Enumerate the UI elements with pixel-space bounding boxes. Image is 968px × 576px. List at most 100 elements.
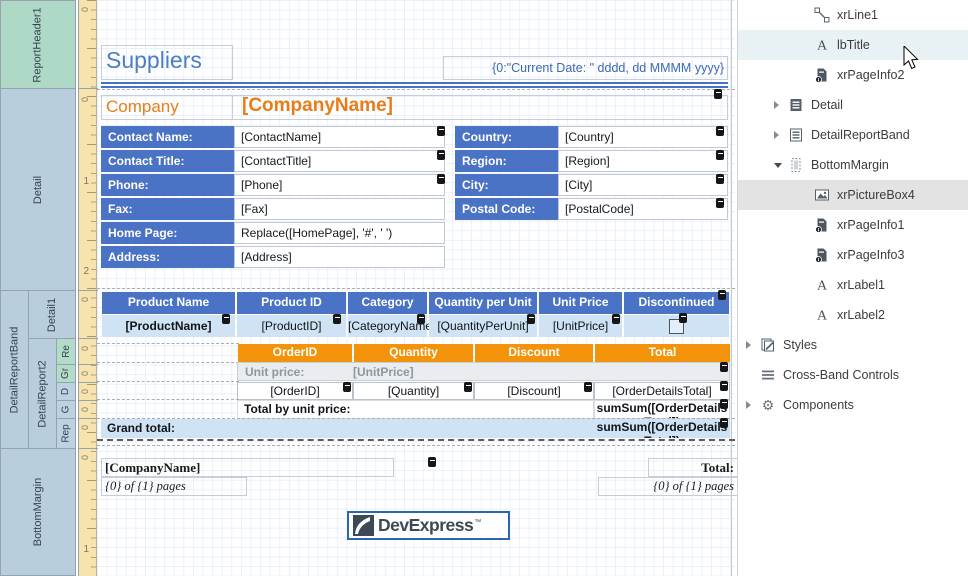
smart-tag[interactable] xyxy=(464,382,472,392)
smart-tag[interactable] xyxy=(584,382,592,392)
order-header-cell[interactable]: Discount xyxy=(475,344,593,362)
location-value-cell[interactable]: [Region] xyxy=(558,150,728,172)
product-header-cell[interactable]: Category xyxy=(348,292,427,314)
band-detail1[interactable]: Detail1 xyxy=(28,290,76,339)
location-label-cell[interactable]: City: xyxy=(455,174,558,196)
contact-label-cell[interactable]: Contact Name: xyxy=(101,126,234,148)
product-field-cell[interactable]: [ProductID] xyxy=(237,315,346,337)
tree-item-xrpageinfo3[interactable]: xrPageInfo3 xyxy=(738,240,968,270)
contact-label-cell[interactable]: Phone: xyxy=(101,174,234,196)
discontinued-cell[interactable] xyxy=(624,315,729,337)
tree-item-xrpageinfo2[interactable]: xrPageInfo2 xyxy=(738,60,968,90)
tree-item-detailreportband[interactable]: DetailReportBand xyxy=(738,120,968,150)
band-bottom-margin[interactable]: BottomMargin xyxy=(0,448,76,576)
band-report-footer[interactable]: Rep xyxy=(56,418,76,449)
page-info-right[interactable]: {0} of {1} pages xyxy=(598,477,738,496)
smart-tag[interactable] xyxy=(679,313,687,323)
contact-value-cell[interactable]: Replace([HomePage], '#', ' ') xyxy=(234,222,445,244)
order-header-cell[interactable]: Total xyxy=(595,344,730,362)
band-group-header1[interactable]: Gr xyxy=(56,364,76,383)
smart-tag[interactable] xyxy=(527,314,535,324)
smart-tag[interactable] xyxy=(716,174,724,184)
tree-item-styles[interactable]: Styles xyxy=(738,330,968,360)
smart-tag[interactable] xyxy=(612,314,620,324)
band-detail-report-band[interactable]: DetailReportBand xyxy=(0,290,29,449)
band-group-footer1[interactable]: G xyxy=(56,400,76,419)
smart-tag[interactable] xyxy=(222,314,230,324)
contact-value-cell[interactable]: [ContactName] xyxy=(234,126,445,148)
smart-tag[interactable] xyxy=(437,126,445,136)
order-header-cell[interactable]: Quantity xyxy=(354,344,473,362)
margin-company-field[interactable]: [CompanyName] xyxy=(101,458,394,477)
chevron-expanded-icon[interactable] xyxy=(774,162,788,168)
location-value-cell[interactable]: [Country] xyxy=(558,126,728,148)
contact-label-cell[interactable]: Address: xyxy=(101,246,234,268)
tree-item-xrpageinfo1[interactable]: xrPageInfo1 xyxy=(738,210,968,240)
contact-value-cell[interactable]: [Phone] xyxy=(234,174,445,196)
smart-tag[interactable] xyxy=(720,399,728,409)
order-field-cell[interactable]: [Discount] xyxy=(474,382,594,400)
band-detail[interactable]: Detail xyxy=(0,88,76,291)
group-total-label-cell[interactable]: Total by unit price: xyxy=(237,400,594,419)
smart-tag[interactable] xyxy=(343,382,351,392)
devexpress-logo-picture-box[interactable]: DevExpress ™ xyxy=(347,511,510,540)
company-row-box[interactable]: Company [CompanyName] xyxy=(101,95,728,120)
contact-label-cell[interactable]: Home Page: xyxy=(101,222,234,244)
tree-item-components[interactable]: ⚙ Components xyxy=(738,390,968,420)
band-report-header[interactable]: ReportHeader1 xyxy=(0,0,76,89)
chevron-collapsed-icon[interactable] xyxy=(746,401,760,409)
chevron-collapsed-icon[interactable] xyxy=(774,101,788,109)
smart-tag[interactable] xyxy=(720,381,728,391)
product-header-cell[interactable]: Unit Price xyxy=(539,292,622,314)
report-title-label[interactable]: Suppliers xyxy=(101,45,233,80)
contact-value-cell[interactable]: [ContactTitle] xyxy=(234,150,445,172)
smart-tag[interactable] xyxy=(716,198,724,208)
contact-label-cell[interactable]: Fax: xyxy=(101,198,234,220)
location-label-cell[interactable]: Region: xyxy=(455,150,558,172)
smart-tag[interactable] xyxy=(428,457,436,467)
product-header-cell[interactable]: Product Name xyxy=(102,292,235,314)
smart-tag[interactable] xyxy=(720,362,728,372)
product-header-cell[interactable]: Quantity per Unit xyxy=(429,292,537,314)
location-value-cell[interactable]: [City] xyxy=(558,174,728,196)
order-field-cell[interactable]: [OrderID] xyxy=(237,382,353,400)
grand-total-row[interactable]: Grand total: sumSum([OrderDetailsTotal]) xyxy=(101,419,730,438)
band-report-header2[interactable]: Re xyxy=(56,338,76,365)
tree-item-bottommargin[interactable]: BottomMargin xyxy=(738,150,968,180)
current-date-field[interactable]: {0:"Current Date: " dddd, dd MMMM yyyy} xyxy=(443,56,728,80)
chevron-collapsed-icon[interactable] xyxy=(746,341,760,349)
page-info-left[interactable]: {0} of {1} pages xyxy=(101,477,247,496)
tree-item-xrlabel2[interactable]: A xrLabel2 xyxy=(738,300,968,330)
tree-item-cross-band-controls[interactable]: Cross-Band Controls xyxy=(738,360,968,390)
band-detail2[interactable]: D xyxy=(56,382,76,401)
location-value-cell[interactable]: [PostalCode] xyxy=(558,198,728,220)
product-header-cell[interactable]: Product ID xyxy=(237,292,346,314)
product-header-cell[interactable]: Discontinued xyxy=(624,292,729,314)
tree-item-xrlabel1[interactable]: A xrLabel1 xyxy=(738,270,968,300)
order-header-cell[interactable]: OrderID xyxy=(238,344,352,362)
location-label-cell[interactable]: Country: xyxy=(455,126,558,148)
group-total-sum-cell[interactable]: sumSum([OrderDetailsTotal]) xyxy=(594,400,730,419)
tree-item-xrpicturebox4[interactable]: xrPictureBox4 xyxy=(738,180,968,210)
tree-item-xrline1[interactable]: xrLine1 xyxy=(738,0,968,30)
contact-value-cell[interactable]: [Fax] xyxy=(234,198,445,220)
smart-tag[interactable] xyxy=(437,174,445,184)
contact-label-cell[interactable]: Contact Title: xyxy=(101,150,234,172)
smart-tag[interactable] xyxy=(718,290,726,300)
order-field-cell[interactable]: [Quantity] xyxy=(353,382,474,400)
product-field-cell[interactable]: [QuantityPerUnit] xyxy=(429,315,537,337)
unit-price-row[interactable]: Unit price: [UnitPrice] xyxy=(237,362,730,381)
header-double-line[interactable] xyxy=(101,82,728,88)
tree-item-lbtitle[interactable]: A lbTitle xyxy=(738,30,968,60)
smart-tag[interactable] xyxy=(720,418,728,428)
band-detail-report2[interactable]: DetailReport2 xyxy=(28,338,57,449)
location-label-cell[interactable]: Postal Code: xyxy=(455,198,558,220)
margin-total-label[interactable]: Total: xyxy=(648,458,738,477)
smart-tag[interactable] xyxy=(716,126,724,136)
product-field-cell[interactable]: [UnitPrice] xyxy=(539,315,622,337)
product-field-cell[interactable]: [CategoryName] xyxy=(348,315,435,337)
smart-tag[interactable] xyxy=(417,314,425,324)
contact-value-cell[interactable]: [Address] xyxy=(234,246,445,268)
smart-tag[interactable] xyxy=(714,89,722,99)
chevron-collapsed-icon[interactable] xyxy=(774,131,788,139)
